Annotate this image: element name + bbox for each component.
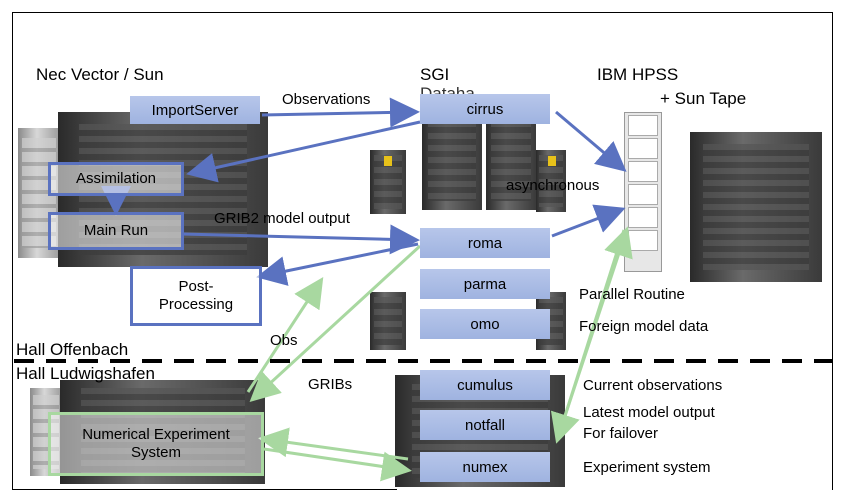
sun-tape-server-image bbox=[690, 132, 822, 282]
roma-box: roma bbox=[420, 228, 550, 258]
sgi-indicator-icon bbox=[548, 156, 556, 166]
current-observations-label: Current observations bbox=[583, 377, 723, 394]
hall-offenbach-label: Hall Offenbach bbox=[16, 340, 129, 359]
arrow-cirrus-to-assimilation bbox=[186, 120, 421, 183]
parallel-routine-label: Parallel Routine bbox=[579, 286, 685, 303]
obs-label: Obs bbox=[270, 332, 298, 349]
observations-label: Observations bbox=[282, 91, 371, 108]
parma-box: parma bbox=[420, 269, 550, 299]
nec-site-label: Nec Vector / Sun bbox=[36, 65, 164, 84]
omo-box: omo bbox=[420, 309, 550, 339]
frame-left-line bbox=[12, 12, 13, 490]
arrow-notfall-to-tape bbox=[560, 226, 633, 426]
arrow-numex-to-numexp bbox=[258, 427, 409, 461]
postprocessing-box: Post- Processing bbox=[130, 266, 262, 326]
ludwigshafen-server-image bbox=[30, 388, 62, 476]
latest-model-output-label: Latest model output bbox=[583, 404, 715, 421]
assimilation-box: Assimilation bbox=[48, 162, 184, 196]
sgi-indicator-icon bbox=[384, 156, 392, 166]
arrow-mainrun-to-roma bbox=[181, 224, 420, 255]
frame-top-line bbox=[12, 12, 833, 13]
sgi-rack-image bbox=[370, 292, 406, 350]
sgi-site-label: SGI bbox=[420, 65, 450, 84]
importserver-box: ImportServer bbox=[130, 96, 260, 124]
for-failover-label: For failover bbox=[583, 425, 659, 442]
foreign-model-label: Foreign model data bbox=[579, 318, 709, 335]
mainrun-box: Main Run bbox=[48, 212, 184, 250]
suntape-site-label: + Sun Tape bbox=[660, 89, 747, 108]
frame-bottom-left-line bbox=[12, 489, 397, 490]
numex-box: numex bbox=[420, 452, 550, 482]
cirrus-box: cirrus bbox=[420, 94, 550, 124]
postprocessing-label-line2: Processing bbox=[158, 296, 234, 313]
notfall-box: notfall bbox=[420, 410, 550, 440]
numerical-experiment-box: Numerical Experiment System bbox=[48, 412, 264, 476]
grib2-label: GRIB2 model output bbox=[214, 210, 350, 227]
gribs-label: GRIBs bbox=[308, 376, 353, 393]
arrow-roma-to-tape bbox=[551, 204, 626, 238]
arrow-cirrus-to-tape bbox=[555, 110, 627, 172]
experiment-system-label: Experiment system bbox=[583, 459, 711, 476]
arrow-roma-to-postprocessing bbox=[256, 242, 419, 286]
cumulus-box: cumulus bbox=[420, 370, 550, 400]
postprocessing-label-line1: Post- bbox=[178, 278, 214, 295]
frame-right-line bbox=[832, 12, 833, 490]
asynchronous-label: asynchronous bbox=[506, 177, 600, 194]
numexp-label-line2: System bbox=[130, 444, 181, 461]
numexp-label-line1: Numerical Experiment bbox=[82, 426, 230, 443]
arrow-importserver-to-cirrus bbox=[261, 97, 420, 128]
arrow-obs-up bbox=[246, 276, 324, 393]
arrow-numexp-to-numex bbox=[263, 447, 412, 482]
hall-ludwigshafen-label: Hall Ludwigshafen bbox=[16, 364, 155, 383]
ibm-site-label: IBM HPSS bbox=[597, 65, 679, 84]
arrow-roma-to-numexp bbox=[249, 244, 422, 403]
